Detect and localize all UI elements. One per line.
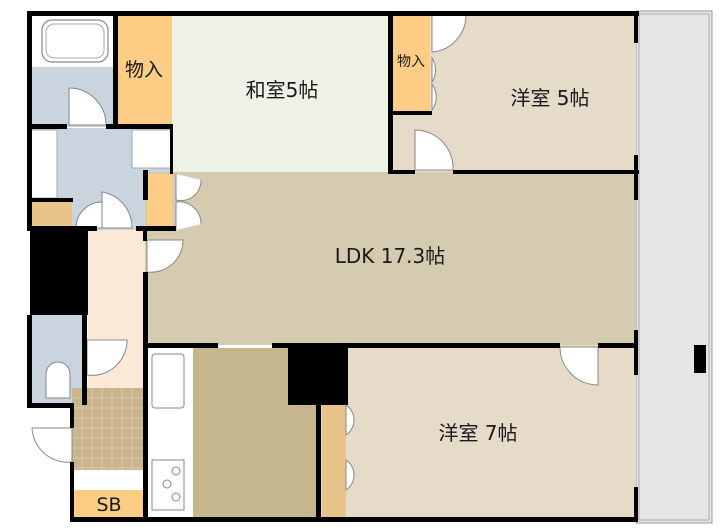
storage-closet-1 <box>117 15 172 127</box>
sink-icon <box>151 353 185 409</box>
label-yoshitsu-5: 洋室 5帖 <box>510 86 589 110</box>
pillar <box>30 230 88 315</box>
linen-closet <box>31 200 72 228</box>
label-storage-1: 物入 <box>125 59 163 81</box>
label-ldk: LDK 17.3帖 <box>335 244 446 268</box>
vanity-icon <box>30 129 58 199</box>
room-washitsu <box>172 15 390 172</box>
label-yoshitsu-7: 洋室 7帖 <box>438 421 517 445</box>
storage-closet-2 <box>392 15 430 113</box>
bedroom-closet <box>322 405 346 518</box>
stove-icon <box>151 459 185 511</box>
doors <box>31 14 599 491</box>
bathtub-icon <box>41 19 109 63</box>
toilet-icon <box>45 361 71 399</box>
room-ldk <box>145 172 636 345</box>
walls <box>27 11 639 522</box>
shoe-box <box>72 490 145 518</box>
balcony-drain <box>694 345 706 373</box>
pillar <box>288 345 348 405</box>
label-washitsu: 和室5帖 <box>246 78 319 102</box>
label-storage-2: 物入 <box>397 54 425 70</box>
entrance-tile-grid <box>72 388 145 470</box>
balcony <box>635 10 713 524</box>
ldk-closet <box>147 174 172 230</box>
label-shoe-box: SB <box>96 494 121 516</box>
washing-machine-icon <box>131 129 173 169</box>
